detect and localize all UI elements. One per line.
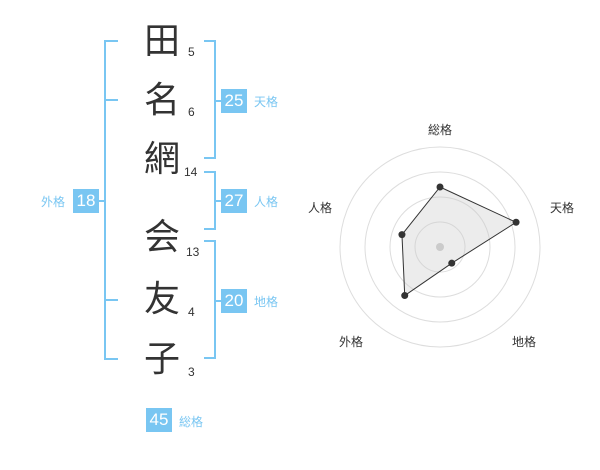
stroke-count-3: 14 xyxy=(184,165,198,179)
stroke-count-4: 13 xyxy=(186,245,200,259)
stroke-count-2: 6 xyxy=(188,105,195,119)
radar-center-dot xyxy=(436,243,444,251)
gaikaku-label: 外格 xyxy=(41,195,66,209)
radar-point-1 xyxy=(436,183,444,191)
chikaku-connector xyxy=(214,300,222,302)
name-char-3: 網 xyxy=(143,139,180,180)
tenkaku-label: 天格 xyxy=(254,95,279,109)
radar-grid-ring xyxy=(364,171,516,323)
radar-point-2 xyxy=(512,218,520,226)
radar-grid-ring xyxy=(339,146,541,348)
stroke-count-5: 4 xyxy=(188,305,195,319)
tenkaku-bracket xyxy=(204,40,216,159)
radar-axis-label-tenkaku: 天格 xyxy=(550,201,575,215)
jinkaku-connector xyxy=(214,200,222,202)
name-char-2: 名 xyxy=(143,80,180,121)
radar-axis-label-jinkaku: 人格 xyxy=(308,201,333,215)
gaikaku-bracket-tick xyxy=(104,99,118,101)
radar-point-5 xyxy=(398,231,406,239)
radar-grid-ring xyxy=(414,221,466,273)
stroke-count-6: 3 xyxy=(188,365,195,379)
radar-axis-label-gaikaku: 外格 xyxy=(339,335,364,349)
soukaku-badge: 45 xyxy=(146,408,172,432)
soukaku-label: 総格 xyxy=(179,415,204,429)
radar-axis-label-chikaku: 地格 xyxy=(512,335,537,349)
radar-series-polygon xyxy=(401,186,518,297)
radar-grid-ring xyxy=(389,196,491,298)
chikaku-bracket xyxy=(204,240,216,359)
name-char-1: 田 xyxy=(143,21,180,62)
stroke-count-1: 5 xyxy=(188,45,195,59)
radar-axis-label-soukaku: 総格 xyxy=(428,123,453,137)
gaikaku-bracket-tick xyxy=(104,299,118,301)
radar-point-3 xyxy=(448,259,456,267)
jinkaku-badge: 27 xyxy=(221,189,247,213)
radar-point-4 xyxy=(401,292,409,300)
name-char-4: 会 xyxy=(143,217,180,258)
tenkaku-connector xyxy=(214,100,222,102)
chikaku-label: 地格 xyxy=(254,295,279,309)
name-char-5: 友 xyxy=(143,279,180,320)
chikaku-badge: 20 xyxy=(221,289,247,313)
jinkaku-label: 人格 xyxy=(254,195,279,209)
tenkaku-badge: 25 xyxy=(221,89,247,113)
gaikaku-badge-connector xyxy=(98,200,106,202)
gaikaku-bracket xyxy=(104,40,118,360)
name-char-6: 子 xyxy=(143,339,180,380)
gaikaku-badge: 18 xyxy=(73,189,99,213)
